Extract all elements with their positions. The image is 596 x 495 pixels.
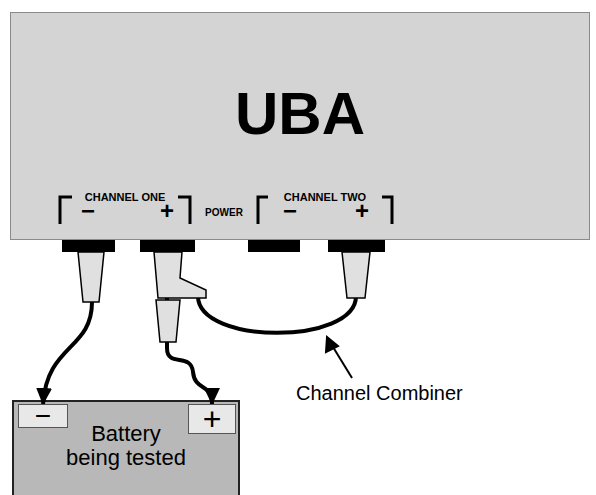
plug-socket [62, 240, 115, 252]
plug-socket [328, 240, 385, 252]
battery-body: Battery being tested− + [12, 400, 240, 495]
device-name: UBA [11, 79, 589, 148]
polarity-sign: − [283, 198, 297, 224]
plug-socket [140, 240, 195, 252]
channel-label: CHANNEL ONE [83, 191, 167, 203]
power-label: POWER [205, 207, 243, 218]
polarity-sign: − [81, 198, 95, 224]
plug-boot [78, 252, 104, 302]
battery-terminal: − [18, 404, 68, 428]
plug-boot [154, 252, 206, 298]
polarity-sign: + [160, 198, 174, 224]
combiner-cable [198, 296, 356, 333]
terminal-sign: + [189, 405, 235, 433]
analyzer-box: UBA [10, 12, 590, 240]
plug-socket [248, 240, 300, 252]
plug-boot [342, 252, 370, 298]
battery-terminal: + [188, 404, 236, 434]
plug-boot [156, 300, 180, 342]
callout-arrowhead [326, 337, 338, 352]
battery-label: Battery being tested [66, 422, 186, 470]
terminal-sign: − [19, 405, 67, 427]
callout-label: Channel Combiner [296, 382, 463, 404]
callout-leader [333, 347, 352, 378]
polarity-sign: + [355, 198, 369, 224]
